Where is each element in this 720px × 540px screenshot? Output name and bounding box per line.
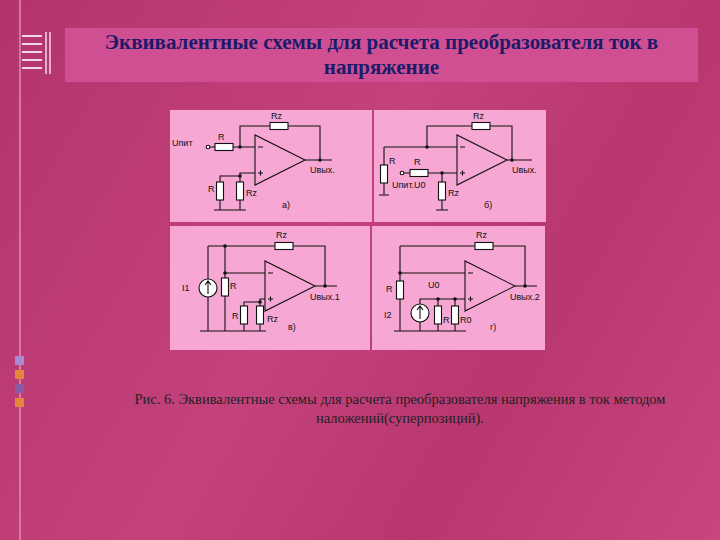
component-label: Rz bbox=[276, 230, 287, 240]
side-decoration bbox=[15, 0, 24, 540]
component-label: R bbox=[208, 184, 215, 194]
book-icon bbox=[22, 32, 50, 74]
component-label: Rz bbox=[473, 111, 484, 121]
component-label: Uвых. bbox=[512, 165, 537, 175]
component-label: I2 bbox=[384, 310, 392, 320]
component-label: R bbox=[386, 284, 393, 294]
component-label: R bbox=[414, 157, 421, 167]
slide-title: Эквивалентные схемы для расчета преобраз… bbox=[70, 30, 693, 80]
component-label: R bbox=[232, 311, 239, 321]
component-label: г) bbox=[490, 322, 496, 332]
circuit-c bbox=[199, 243, 337, 332]
component-label: R bbox=[230, 281, 237, 291]
component-label: Uвых.1 bbox=[310, 292, 340, 302]
component-label: в) bbox=[288, 322, 296, 332]
component-label: R bbox=[443, 315, 450, 325]
component-label: а) bbox=[282, 200, 290, 210]
component-label: Uпит bbox=[172, 138, 193, 148]
component-label: R bbox=[389, 156, 396, 166]
component-label: U0 bbox=[428, 280, 440, 290]
component-label: I1 bbox=[182, 283, 190, 293]
figure-caption: Рис. 6. Эквивалентные схемы для расчета … bbox=[128, 390, 672, 428]
component-label: Rz bbox=[448, 188, 459, 198]
component-label: R0 bbox=[460, 315, 472, 325]
component-label: Rz bbox=[246, 188, 257, 198]
component-label: Rz bbox=[476, 230, 487, 240]
component-label: б) bbox=[484, 200, 492, 210]
component-label: Uвых.2 bbox=[510, 292, 540, 302]
component-label: Uвых. bbox=[310, 165, 335, 175]
component-label: Uпит.U0 bbox=[392, 180, 426, 190]
component-label: R bbox=[218, 132, 225, 142]
component-label: Rz bbox=[267, 314, 278, 324]
component-label: Rz bbox=[271, 111, 282, 121]
circuit-b bbox=[379, 123, 532, 211]
circuit-d bbox=[394, 243, 537, 332]
panel-grounds bbox=[170, 110, 546, 350]
